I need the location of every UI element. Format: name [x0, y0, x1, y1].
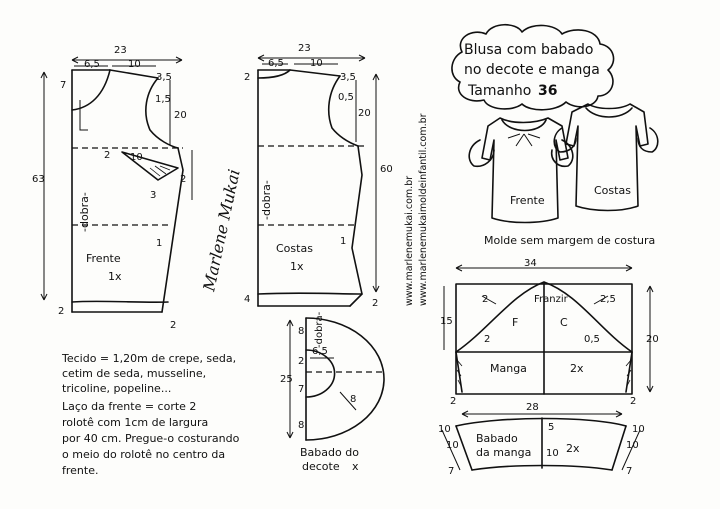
- sleeve-right-curve: 0,5: [584, 334, 600, 345]
- sleeve-hem-right: 2: [630, 396, 636, 407]
- sleeve-ruffle-rise: 5: [548, 422, 554, 433]
- notes-line8: frente.: [62, 464, 98, 477]
- front-neck-width: 6,5: [84, 59, 100, 70]
- front-piece-qty: 1x: [108, 270, 122, 283]
- front-total-length: 63: [32, 174, 45, 185]
- back-armhole-depth: 20: [358, 108, 371, 119]
- front-dart-top: 2: [104, 150, 110, 161]
- sleeve-ruffle-center-height: 10: [546, 448, 559, 459]
- back-piece-name: Costas: [276, 242, 313, 255]
- notes-line6: por 40 cm. Pregue-o costurando: [62, 432, 240, 445]
- signature: Marlene Mukai: [199, 168, 244, 294]
- sleeve-width: 34: [524, 258, 537, 269]
- sleeve-piece: [443, 264, 654, 395]
- sleeve-ruffle-width: 28: [526, 402, 539, 413]
- title-size-value: 36: [538, 83, 557, 99]
- sleeve-hem-left: 2: [450, 396, 456, 407]
- neck-ruffle-radius: 8: [350, 394, 356, 405]
- sleeve-ruffle-name-line1: Babado: [476, 432, 518, 445]
- neck-ruffle-seg-top: 8: [298, 326, 304, 337]
- sleeve-ruffle-right-side: 10: [632, 424, 645, 435]
- front-neck-depth: 7: [60, 80, 66, 91]
- sleeve-ruffle-left-side: 10: [438, 424, 451, 435]
- front-side-mark: 3: [150, 190, 156, 201]
- notes-line3: tricoline, popeline...: [62, 382, 171, 395]
- back-piece-qty: 1x: [290, 260, 304, 273]
- title-line2: no decote e manga: [464, 62, 600, 78]
- illustration-front-label: Frente: [510, 194, 545, 207]
- back-shoulder: 10: [310, 58, 323, 69]
- notes-line5: rolotê com 1cm de largura: [62, 416, 208, 429]
- front-side-in: 1: [156, 238, 162, 249]
- sleeve-ruffle-name-line2: da manga: [476, 446, 531, 459]
- sleeve-left-curve: 2: [484, 334, 490, 345]
- front-piece-name: Frente: [86, 252, 121, 265]
- front-bodice-piece: [40, 56, 193, 313]
- illustration-back-label: Costas: [594, 184, 631, 197]
- back-armhole-mark: 0,5: [338, 92, 354, 103]
- back-fold-label: -dobra-: [260, 180, 273, 220]
- notes-line7: o meio do rolotê no centro da: [62, 448, 225, 461]
- title-cloud: [451, 23, 615, 111]
- sleeve-franzir: Franzir: [534, 294, 569, 305]
- neck-ruffle-inner: 6,5: [312, 346, 328, 357]
- front-shoulder-drop: 3,5: [156, 72, 172, 83]
- neck-ruffle-seg-mid1: 2: [298, 356, 304, 367]
- sleeve-right-mark: 2,5: [600, 294, 616, 305]
- sleeve-ruffle-left-bottom: 7: [448, 466, 454, 477]
- front-fold-label: -dobra-: [78, 192, 91, 232]
- sleeve-ruffle-right-height: 10: [626, 440, 639, 451]
- neck-ruffle-piece: [286, 317, 385, 441]
- back-bodice-piece: [257, 54, 380, 307]
- front-armhole-depth: 20: [174, 110, 187, 121]
- notes-line4: Laço da frente = corte 2: [62, 400, 196, 413]
- notes-line2: cetim de seda, musseline,: [62, 367, 206, 380]
- front-shoulder: 10: [128, 59, 141, 70]
- back-total-length: 60: [380, 164, 393, 175]
- sleeve-ruffle-right-bottom: 7: [626, 466, 632, 477]
- front-width: 23: [114, 45, 127, 56]
- sleeve-qty: 2x: [570, 362, 584, 375]
- title-line1: Blusa com babado: [464, 42, 593, 58]
- neck-ruffle-name-line2: decote: [302, 460, 340, 473]
- sleeve-back-mark: C: [560, 316, 568, 329]
- sleeve-ruffle-qty: 2x: [566, 442, 580, 455]
- back-side-in: 1: [340, 236, 346, 247]
- blouse-front-illustration: [468, 117, 574, 224]
- back-shoulder-drop: 3,5: [340, 72, 356, 83]
- front-dart-width: 2: [180, 174, 186, 185]
- front-dart-length: 10: [130, 152, 143, 163]
- website-line1: www.marlenemukai.com.br: [404, 176, 415, 306]
- neck-ruffle-seg-mid2: 7: [298, 384, 304, 395]
- back-neck-depth: 2: [244, 72, 250, 83]
- sleeve-front-mark: F: [512, 316, 518, 329]
- website-line2: www.marlenemukaimoldeinfantil.com.br: [418, 113, 429, 306]
- front-armhole-mark: 1,5: [155, 94, 171, 105]
- sleeve-cap-height: 15: [440, 316, 453, 327]
- neck-ruffle-fold: -dobra-: [314, 311, 325, 348]
- front-hem-right: 2: [170, 320, 176, 331]
- sleeve-left-mark: 2: [482, 294, 488, 305]
- neck-ruffle-total: 25: [280, 374, 293, 385]
- sleeve-name: Manga: [490, 362, 527, 375]
- notes-line1: Tecido = 1,20m de crepe, seda,: [61, 352, 236, 365]
- sleeve-side-height: 20: [646, 334, 659, 345]
- blouse-back-illustration: [553, 103, 659, 212]
- back-hem-left: 4: [244, 294, 250, 305]
- front-hem-left: 2: [58, 306, 64, 317]
- back-neck-width: 6,5: [268, 58, 284, 69]
- back-width: 23: [298, 43, 311, 54]
- neck-ruffle-seg-bottom: 8: [298, 420, 304, 431]
- title-size-label: Tamanho: [467, 83, 531, 99]
- neck-ruffle-qty: x: [352, 460, 359, 473]
- back-hem-right: 2: [372, 298, 378, 309]
- sleeve-ruffle-left-height: 10: [446, 440, 459, 451]
- seam-allowance-note: Molde sem margem de costura: [484, 234, 655, 247]
- sleeve-ruffle-piece: [441, 410, 641, 471]
- neck-ruffle-name-line1: Babado do: [300, 446, 359, 459]
